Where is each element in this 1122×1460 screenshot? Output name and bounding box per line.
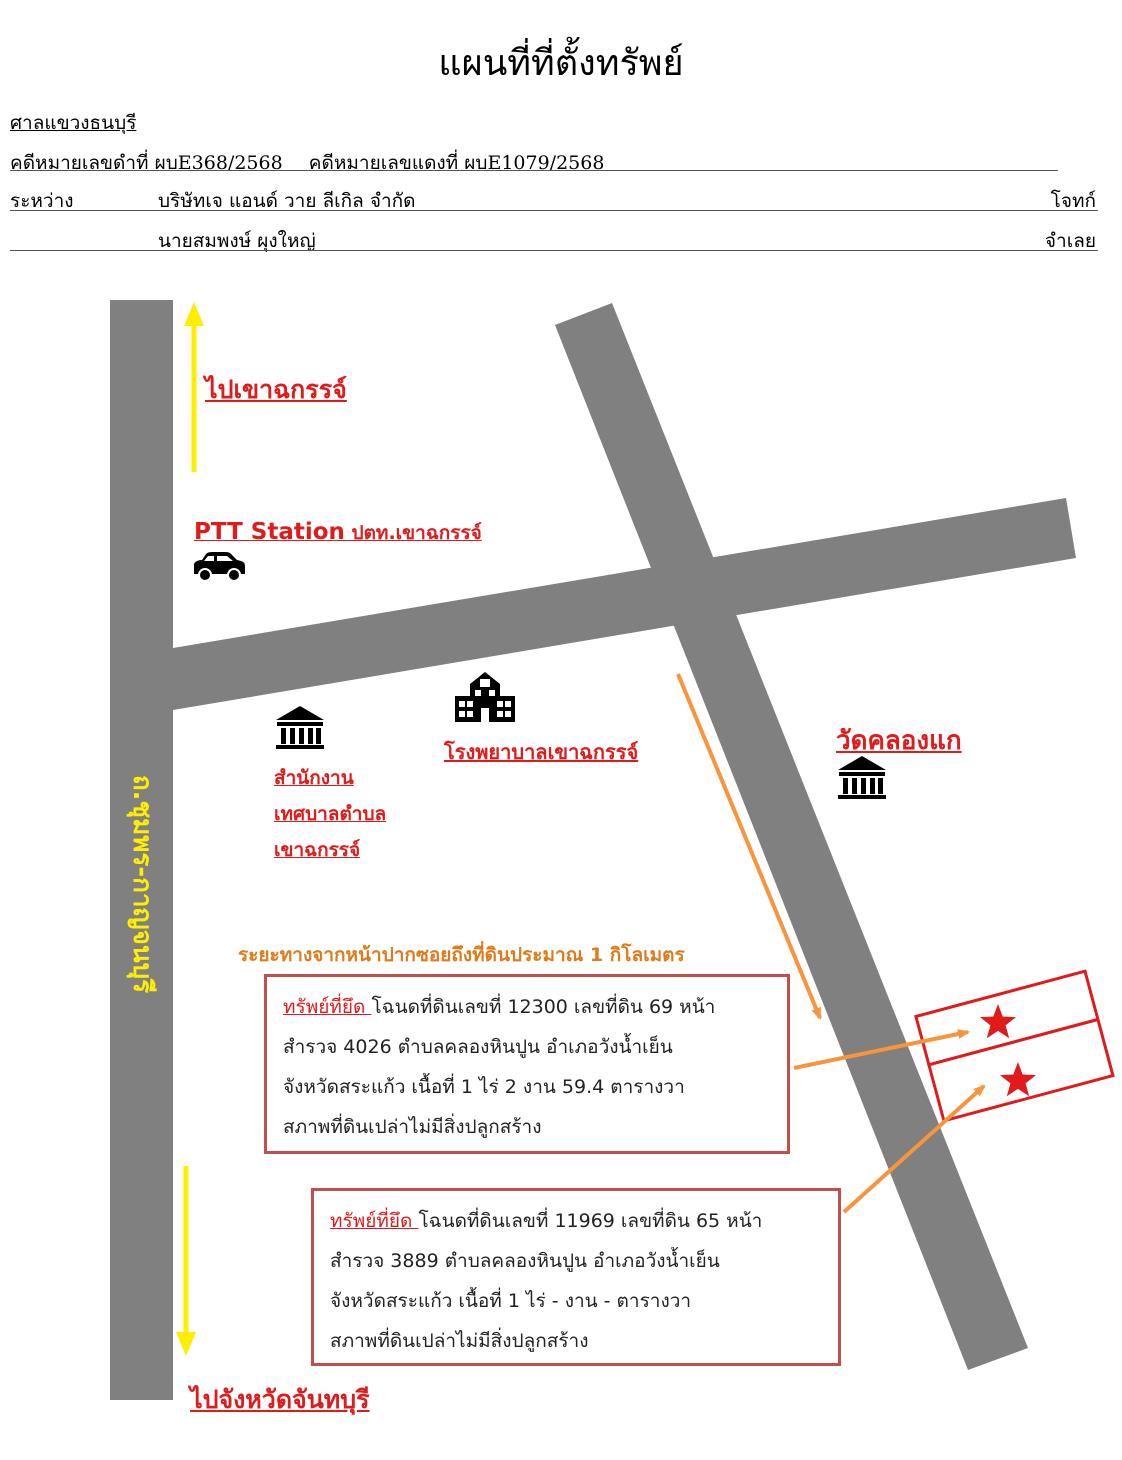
pointer-arrow [842, 1084, 986, 1214]
office-label: สำนักงาน เทศบาลตำบล เขาฉกรรจ์ [274, 760, 386, 868]
pointer-arrow [793, 1029, 970, 1070]
divider [10, 210, 1098, 211]
distance-arrow [676, 673, 822, 1020]
to-south-label: ไปจังหวัดจันทบุรี [190, 1385, 370, 1414]
property-condition: สภาพที่ดินเปล่าไม่มีสิ่งปลูกสร้าง [283, 1116, 542, 1138]
office-label-line: เขาฉกรรจ์ [274, 839, 361, 861]
case-numbers: คดีหมายเลขดำที่ ผบE368/2568 คดีหมายเลขแด… [10, 148, 604, 178]
government-building-icon [276, 706, 324, 749]
office-label-line: เทศบาลตำบล [274, 803, 387, 825]
land-plots [914, 969, 1115, 1123]
star-icon [980, 1004, 1016, 1039]
south-arrow [176, 1166, 196, 1356]
temple-icon [838, 756, 886, 799]
property-area: จังหวัดสระแก้ว เนื้อที่ 1 ไร่ 2 งาน 59.4… [283, 1076, 685, 1098]
ptt-station-thai: ปตท.เขาฉกรรจ์ [344, 522, 482, 544]
property-condition: สภาพที่ดินเปล่าไม่มีสิ่งปลูกสร้าง [330, 1330, 589, 1352]
to-north-label: ไปเขาฉกรรจ์ [205, 375, 347, 404]
ptt-station-label: PTT Station ปตท.เขาฉกรรจ์ [194, 518, 482, 548]
divider [10, 250, 1098, 251]
hospital-icon [455, 672, 515, 722]
office-label-line: สำนักงาน [274, 767, 354, 789]
property-survey: สำรวจ 4026 ตำบลคลองหินปูน อำเภอวังน้ำเย็… [283, 1036, 673, 1058]
property-area: จังหวัดสระแก้ว เนื้อที่ 1 ไร่ - งาน - ตา… [330, 1290, 692, 1312]
divider [10, 170, 1058, 171]
defendant-role: จำเลย [1044, 230, 1096, 252]
court-name: ศาลแขวงธนบุรี [10, 112, 137, 134]
plaintiff-role: โจทก์ [1050, 190, 1096, 212]
ptt-station-name: PTT Station [194, 519, 345, 545]
defendant-name: นายสมพงษ์ ผุงใหญ่ [158, 230, 316, 252]
property-label: ทรัพย์ที่ยึด [283, 996, 372, 1018]
hospital-label: โรงพยาบาลเขาฉกรรจ์ [444, 740, 639, 764]
between-label: ระหว่าง [10, 190, 74, 212]
case-black-label: คดีหมายเลขดำที่ ผบE [10, 152, 192, 174]
property-label: ทรัพย์ที่ยึด [330, 1210, 419, 1232]
temple-label: วัดคลองแก [836, 726, 962, 756]
property-survey: สำรวจ 3889 ตำบลคลองหินปูน อำเภอวังน้ำเย็… [330, 1250, 720, 1272]
star-icon [1000, 1062, 1036, 1097]
car-icon [194, 552, 245, 582]
cross-road [173, 498, 1076, 710]
property-deed: โฉนดที่ดินเลขที่ 11969 เลขที่ดิน 65 หน้า [418, 1210, 763, 1232]
page-title: แผนที่ที่ตั้งทรัพย์ [438, 43, 684, 84]
plaintiff-name: บริษัทเจ แอนด์ วาย ลีเกิล จำกัด [158, 190, 416, 212]
case-black-number: 368/2568 [191, 152, 283, 174]
property-deed: โฉนดที่ดินเลขที่ 12300 เลขที่ดิน 69 หน้า [371, 996, 716, 1018]
main-road [110, 300, 173, 1400]
case-red-label: คดีหมายเลขแดงที่ ผบE [308, 152, 502, 174]
north-arrow [184, 302, 204, 472]
distance-note: ระยะทางจากหน้าปากซอยถึงที่ดินประมาณ 1 กิ… [238, 944, 685, 966]
property-box-1: ทรัพย์ที่ยึด โฉนดที่ดินเลขที่ 12300 เลขท… [264, 974, 790, 1154]
road-label: ถ.ชุมพร-กาญจนบุรี [127, 774, 157, 994]
case-red-number: 1079/2568 [501, 152, 605, 174]
property-box-2: ทรัพย์ที่ยึด โฉนดที่ดินเลขที่ 11969 เลขท… [311, 1188, 841, 1366]
